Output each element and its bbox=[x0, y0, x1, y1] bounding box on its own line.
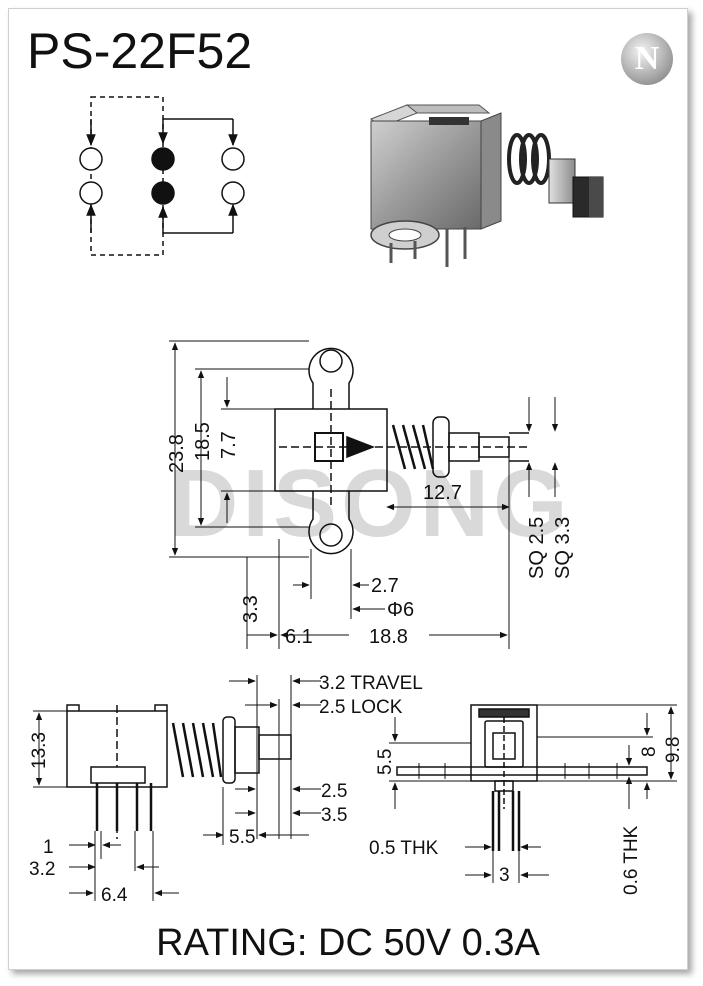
dim-13-3: 13.3 bbox=[29, 732, 50, 769]
dim-5-5: 5.5 bbox=[229, 827, 255, 848]
dim-3-5: 3.5 bbox=[321, 805, 347, 826]
dim-travel: 3.2 TRAVEL bbox=[319, 673, 423, 694]
terminal-open bbox=[79, 181, 103, 205]
page-title: PS-22F52 bbox=[27, 23, 253, 79]
side-view-dimensions: 3.2 TRAVEL 2.5 LOCK 13.3 2.5 3.5 5.5 1 3… bbox=[29, 673, 423, 906]
dim-5-5-front: 5.5 bbox=[375, 749, 396, 775]
drawing-canvas: 23.8 18.5 7.7 12.7 SQ 2.5 SQ 3.3 2.7 Φ6 … bbox=[29, 96, 684, 906]
dim-3: 3 bbox=[499, 865, 510, 886]
dim-23-8: 23.8 bbox=[166, 434, 188, 473]
dim-18-5: 18.5 bbox=[192, 422, 214, 461]
front-view-dimensions: 5.5 8 9.8 0.6 THK 0.5 THK 3 bbox=[369, 737, 684, 895]
dim-9-8: 9.8 bbox=[663, 737, 684, 763]
dim-3-2: 3.2 bbox=[29, 859, 55, 880]
side-view-drawing bbox=[33, 675, 321, 901]
dim-2-7: 2.7 bbox=[371, 575, 399, 597]
terminal-common bbox=[151, 147, 175, 171]
dim-0-5-thk: 0.5 THK bbox=[369, 838, 439, 859]
rating-text: RATING: DC 50V 0.3A bbox=[156, 922, 540, 964]
dim-3-3: 3.3 bbox=[240, 595, 262, 623]
mounting-plate bbox=[396, 766, 648, 776]
dim-6-1: 6.1 bbox=[285, 626, 313, 648]
terminal-open bbox=[221, 181, 245, 205]
switch-schematic bbox=[79, 96, 245, 256]
dim-1: 1 bbox=[43, 837, 54, 858]
dim-0-6-thk: 0.6 THK bbox=[621, 825, 642, 895]
side-housing bbox=[66, 710, 168, 788]
brand-logo: N bbox=[621, 33, 673, 85]
top-lug-hole bbox=[319, 349, 343, 373]
dim-lock: 2.5 LOCK bbox=[319, 697, 403, 718]
top-view-drawing bbox=[169, 340, 559, 649]
front-view-drawing bbox=[389, 704, 677, 883]
dim-7-7: 7.7 bbox=[218, 431, 240, 459]
bottom-lug bbox=[308, 491, 354, 555]
bottom-lug-hole bbox=[319, 523, 343, 547]
dim-6-4: 6.4 bbox=[101, 885, 128, 906]
top-view-dimensions: 23.8 18.5 7.7 12.7 SQ 2.5 SQ 3.3 2.7 Φ6 … bbox=[166, 422, 574, 648]
watermark: DISONG bbox=[169, 450, 572, 557]
terminal-open bbox=[79, 147, 103, 171]
dim-sq-3-3: SQ 3.3 bbox=[552, 517, 574, 579]
dim-18-8: 18.8 bbox=[369, 626, 408, 648]
schematic-dashed-frame bbox=[90, 96, 164, 256]
dim-phi-6: Φ6 bbox=[387, 599, 414, 621]
datasheet-page: DISONG PS-22F52 N bbox=[8, 8, 688, 970]
dim-12-7: 12.7 bbox=[423, 482, 462, 504]
product-photo bbox=[370, 104, 604, 267]
dim-2-5: 2.5 bbox=[321, 781, 347, 802]
terminal-common bbox=[151, 181, 175, 205]
logo-letter: N bbox=[634, 40, 660, 77]
dim-8: 8 bbox=[639, 746, 660, 757]
terminal-open bbox=[221, 147, 245, 171]
top-lug bbox=[308, 347, 354, 409]
dim-sq-2-5: SQ 2.5 bbox=[526, 517, 548, 579]
